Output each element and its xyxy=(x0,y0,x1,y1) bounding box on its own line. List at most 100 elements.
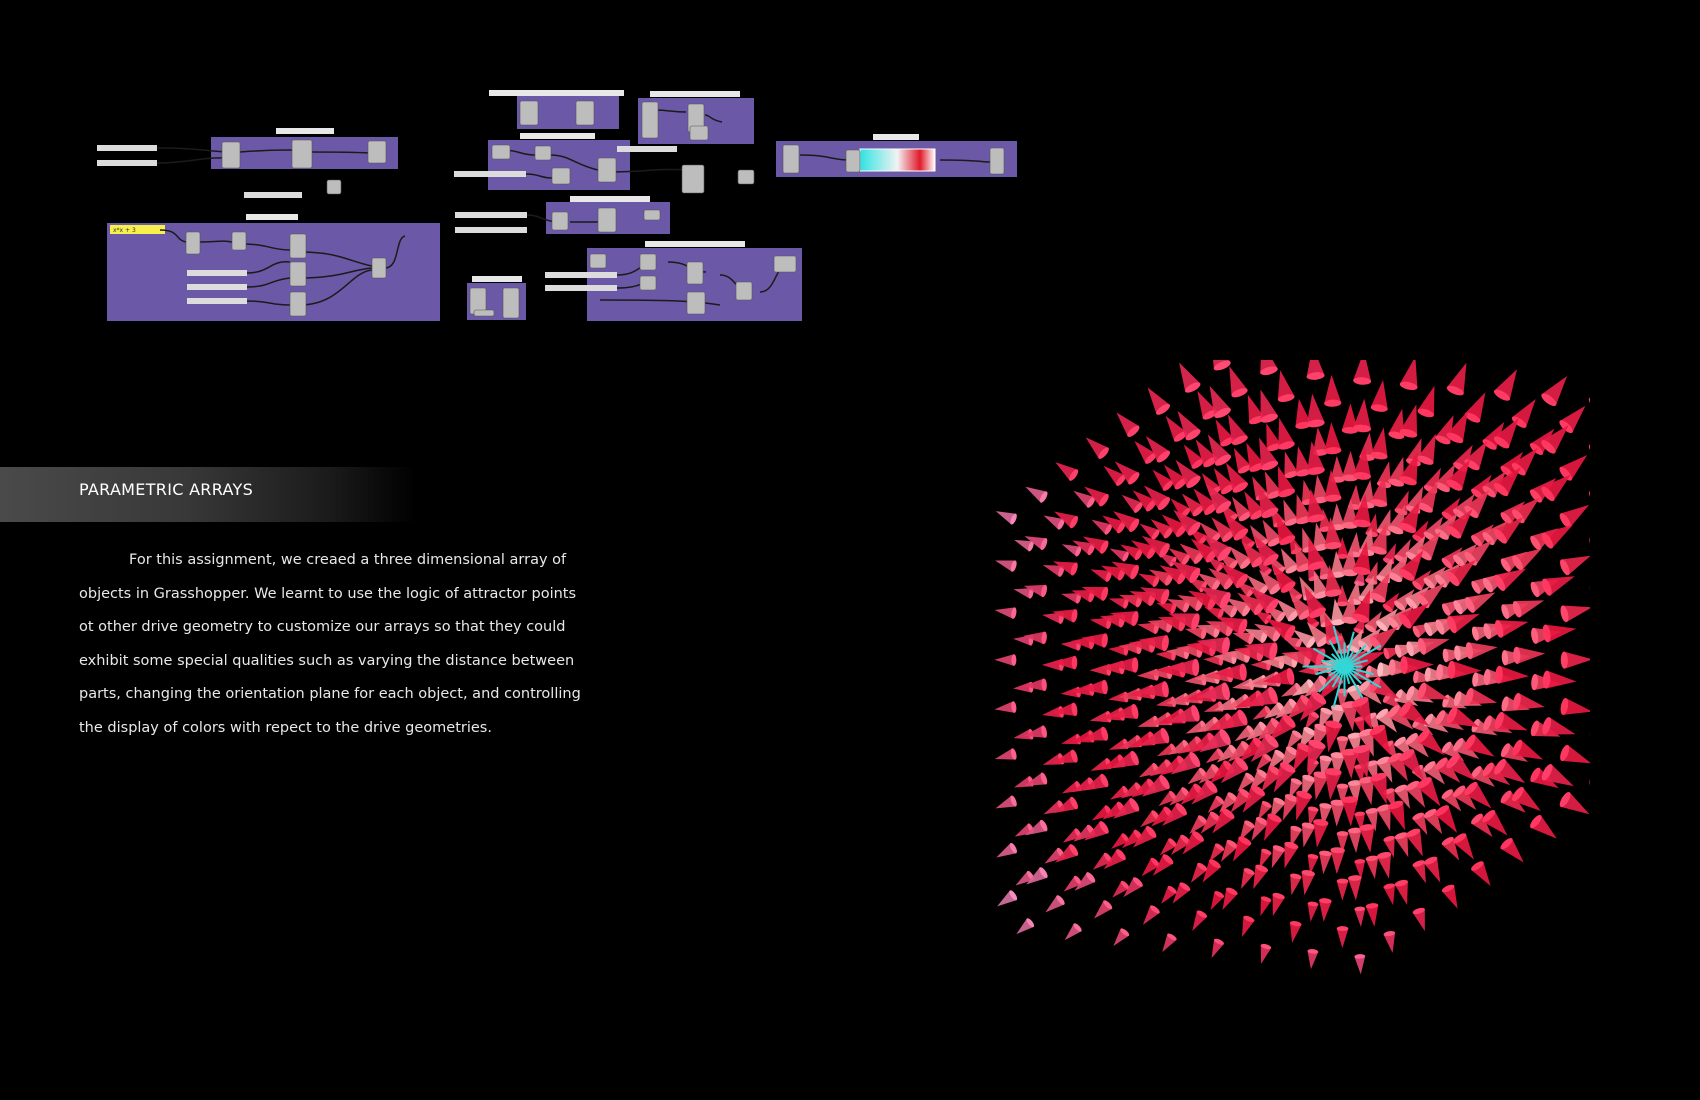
cone-base xyxy=(1041,678,1047,692)
gh-component[interactable] xyxy=(686,261,704,285)
cone-base xyxy=(1482,485,1496,498)
cone-base xyxy=(1531,673,1539,691)
cone-base xyxy=(1214,843,1225,851)
expression-panel[interactable] xyxy=(110,225,165,234)
gh-component[interactable] xyxy=(371,257,387,279)
attractor-line xyxy=(1321,659,1345,668)
cone-base xyxy=(1382,604,1393,613)
cone-base xyxy=(1313,771,1329,779)
cone-base xyxy=(1512,739,1523,756)
gh-component[interactable] xyxy=(575,100,595,126)
cone-base xyxy=(1146,499,1157,512)
cone-base xyxy=(1100,773,1109,788)
gh-component[interactable] xyxy=(737,169,755,185)
gh-component[interactable] xyxy=(519,100,539,126)
cone-base xyxy=(1214,891,1225,898)
cone-base xyxy=(1282,714,1296,728)
cone xyxy=(1330,802,1345,827)
gh-component[interactable] xyxy=(291,139,313,169)
cone xyxy=(1394,490,1409,515)
cone-base xyxy=(1269,583,1282,595)
cone xyxy=(1023,584,1046,598)
cone-base xyxy=(1412,907,1425,915)
cone-base xyxy=(1075,546,1082,557)
cone-base xyxy=(1320,707,1333,715)
cone-base xyxy=(1162,480,1174,491)
cone xyxy=(1118,594,1141,608)
cone xyxy=(1089,710,1111,723)
cone-base xyxy=(1220,437,1235,447)
cone-base xyxy=(1273,797,1286,805)
cone-base xyxy=(1416,548,1432,561)
cone-base xyxy=(1157,450,1171,463)
cone xyxy=(1352,446,1371,477)
cone-base xyxy=(1589,583,1599,601)
gh-component[interactable] xyxy=(597,157,617,183)
gh-component[interactable] xyxy=(185,231,201,255)
gh-component[interactable] xyxy=(502,287,520,319)
cone xyxy=(1013,634,1032,646)
cone xyxy=(1324,564,1342,595)
gh-component[interactable] xyxy=(491,144,511,160)
gh-component[interactable] xyxy=(681,164,705,194)
gh-component[interactable] xyxy=(289,233,307,259)
gh-component[interactable] xyxy=(689,125,709,141)
gh-component[interactable] xyxy=(845,149,861,173)
cone-base xyxy=(1560,651,1568,669)
gradient-widget[interactable] xyxy=(859,148,936,172)
cone-base xyxy=(1434,528,1449,540)
gh-component[interactable] xyxy=(551,211,569,231)
cone xyxy=(1336,738,1349,759)
cone-base xyxy=(1192,658,1200,677)
cone xyxy=(1467,687,1498,705)
gh-component[interactable] xyxy=(639,253,657,271)
cone-base xyxy=(1387,704,1400,718)
gh-component[interactable] xyxy=(289,291,307,317)
gh-component[interactable] xyxy=(367,140,387,164)
cone-base xyxy=(1376,804,1391,812)
gh-component[interactable] xyxy=(782,144,800,174)
gh-component[interactable] xyxy=(551,167,571,185)
cone-base xyxy=(1447,660,1456,679)
cone-base xyxy=(1453,600,1463,615)
cone-base xyxy=(1185,429,1201,441)
gh-component[interactable] xyxy=(534,145,552,161)
cone xyxy=(1383,885,1395,906)
cone-base xyxy=(1189,751,1201,767)
gh-component[interactable] xyxy=(326,179,342,195)
number-sliders[interactable] xyxy=(97,145,677,304)
cone-base xyxy=(1010,795,1017,807)
cone xyxy=(1376,805,1391,832)
gh-component[interactable] xyxy=(686,291,706,315)
gh-component[interactable] xyxy=(735,281,753,301)
gh-component[interactable] xyxy=(589,253,607,269)
gh-component[interactable] xyxy=(773,255,797,273)
gh-component[interactable] xyxy=(597,207,617,233)
gh-component[interactable] xyxy=(639,275,657,291)
cone xyxy=(1307,741,1326,773)
cone xyxy=(1399,404,1418,436)
cone-base xyxy=(1221,484,1235,495)
gh-component[interactable] xyxy=(221,141,241,169)
gh-component[interactable] xyxy=(643,209,661,221)
cone xyxy=(1365,513,1378,536)
gh-component[interactable] xyxy=(289,261,307,287)
cone xyxy=(1497,620,1529,638)
cone-base xyxy=(1070,796,1078,810)
cone xyxy=(1156,602,1176,614)
gh-component[interactable] xyxy=(989,147,1005,175)
cone-base xyxy=(1351,697,1369,707)
cone-base xyxy=(1446,525,1462,539)
cone-base xyxy=(1123,598,1129,609)
gh-component[interactable] xyxy=(473,309,495,317)
cone-base xyxy=(1191,613,1200,630)
component-nodes[interactable] xyxy=(185,100,1005,319)
cone-base xyxy=(1336,831,1349,837)
gh-component[interactable] xyxy=(231,231,247,251)
cone-base xyxy=(1319,850,1332,857)
cone xyxy=(1545,670,1577,689)
cone xyxy=(1284,451,1299,477)
cone xyxy=(1307,536,1326,569)
cone-base xyxy=(1213,360,1231,371)
gh-component[interactable] xyxy=(641,101,659,139)
